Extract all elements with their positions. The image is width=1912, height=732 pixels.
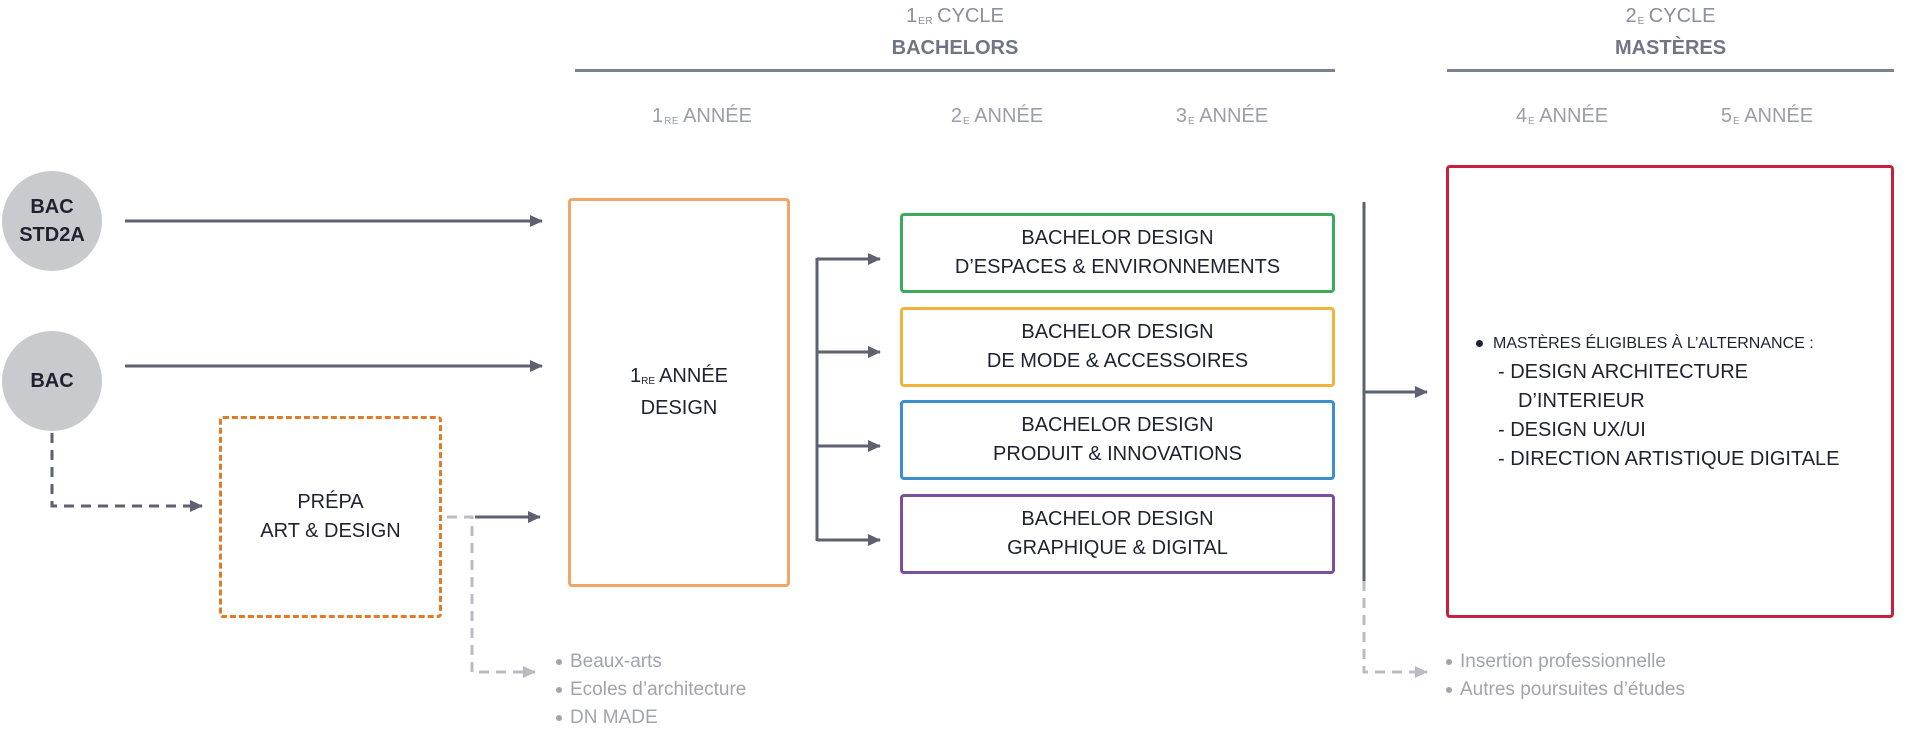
prepa-line1: PRÉPA bbox=[297, 491, 364, 513]
bullet-icon bbox=[1446, 659, 1452, 665]
bachelor-outcomes: Insertion professionnelle Autres poursui… bbox=[1446, 648, 1685, 704]
year-label-3: 3eANNÉE bbox=[1175, 105, 1269, 127]
second-cycle-rule bbox=[1447, 69, 1894, 72]
bachelor-espaces-line1: BACHELOR DESIGN bbox=[1021, 227, 1214, 249]
bachelor-graphique-line1: BACHELOR DESIGN bbox=[1021, 508, 1214, 530]
year-label-4: 4eANNÉE bbox=[1515, 105, 1609, 127]
second-cycle-name: MASTÈRES bbox=[1614, 37, 1727, 59]
first-cycle-name: BACHELORS bbox=[891, 37, 1019, 59]
bachelor-produit-line1: BACHELOR DESIGN bbox=[1021, 414, 1214, 436]
second-cycle-header: 2eCYCLE MASTÈRES bbox=[1447, 2, 1894, 62]
prepa-outcomes: Beaux-arts Ecoles d’architecture DN MADE bbox=[556, 648, 746, 732]
year-label-1: 1reANNÉE bbox=[652, 105, 752, 127]
list-item: Autres poursuites d’études bbox=[1446, 676, 1685, 704]
arrow-bachelor-to-outcomes bbox=[1362, 581, 1428, 678]
bac-std2a-line2: STD2A bbox=[19, 224, 85, 246]
master-item-3: - DIRECTION ARTISTIQUE DIGITALE bbox=[1498, 448, 1840, 470]
first-year-box: 1reANNÉE DESIGN bbox=[568, 198, 790, 587]
list-item: Ecoles d’architecture bbox=[556, 676, 746, 704]
first-cycle-header: 1erCYCLE BACHELORS bbox=[575, 2, 1335, 62]
bachelor-produit-box: BACHELOR DESIGN PRODUIT & INNOVATIONS bbox=[900, 400, 1335, 480]
bullet-icon bbox=[1446, 687, 1452, 693]
arrow-prepa-to-outcomes bbox=[447, 515, 536, 678]
list-item: Beaux-arts bbox=[556, 648, 746, 676]
master-item-2: - DESIGN UX/UI bbox=[1498, 419, 1646, 441]
first-year-line1: 1reANNÉE bbox=[630, 365, 728, 387]
bachelor-mode-line2: DE MODE & ACCESSOIRES bbox=[986, 350, 1249, 372]
masters-intro: MASTÈRES ÉLIGIBLES À L’ALTERNANCE : bbox=[1476, 329, 1886, 358]
bac-badge: BAC bbox=[2, 331, 102, 431]
first-cycle-label: 1erCYCLE bbox=[906, 5, 1004, 27]
list-item: DN MADE bbox=[556, 704, 746, 732]
first-cycle-rule bbox=[575, 69, 1335, 72]
bullet-icon bbox=[556, 715, 562, 721]
bac-std2a-badge: BAC STD2A bbox=[2, 171, 102, 271]
masters-intro-text: MASTÈRES ÉLIGIBLES À L’ALTERNANCE : bbox=[1493, 335, 1814, 352]
master-item-1: - DESIGN ARCHITECTURE bbox=[1498, 361, 1749, 383]
year-label-5: 5eANNÉE bbox=[1720, 105, 1814, 127]
list-item: Insertion professionnelle bbox=[1446, 648, 1685, 676]
bac-label: BAC bbox=[30, 370, 74, 392]
arrow-bac-to-prepa bbox=[50, 416, 203, 512]
bachelor-espaces-box: BACHELOR DESIGN D’ESPACES & ENVIRONNEMEN… bbox=[900, 213, 1335, 293]
prepa-box: PRÉPA ART & DESIGN bbox=[219, 416, 442, 618]
bachelor-mode-line1: BACHELOR DESIGN bbox=[1021, 321, 1214, 343]
masters-list: MASTÈRES ÉLIGIBLES À L’ALTERNANCE : - DE… bbox=[1476, 329, 1886, 474]
master-item-1-cont: D’INTERIEUR bbox=[1518, 390, 1645, 412]
masters-box bbox=[1446, 165, 1894, 618]
year-label-2: 2eANNÉE bbox=[950, 105, 1044, 127]
bachelor-graphique-line2: GRAPHIQUE & DIGITAL bbox=[1007, 537, 1228, 559]
bachelor-mode-box: BACHELOR DESIGN DE MODE & ACCESSOIRES bbox=[900, 307, 1335, 387]
prepa-line2: ART & DESIGN bbox=[260, 520, 401, 542]
bullet-icon bbox=[556, 687, 562, 693]
bachelor-espaces-line2: D’ESPACES & ENVIRONNEMENTS bbox=[954, 256, 1281, 278]
first-year-line2: DESIGN bbox=[640, 397, 718, 419]
bachelor-produit-line2: PRODUIT & INNOVATIONS bbox=[993, 443, 1242, 465]
second-cycle-label: 2eCYCLE bbox=[1625, 5, 1716, 27]
bachelor-graphique-box: BACHELOR DESIGN GRAPHIQUE & DIGITAL bbox=[900, 494, 1335, 574]
bac-std2a-line1: BAC bbox=[30, 196, 74, 218]
bullet-icon bbox=[556, 659, 562, 665]
bullet-icon bbox=[1476, 340, 1483, 347]
